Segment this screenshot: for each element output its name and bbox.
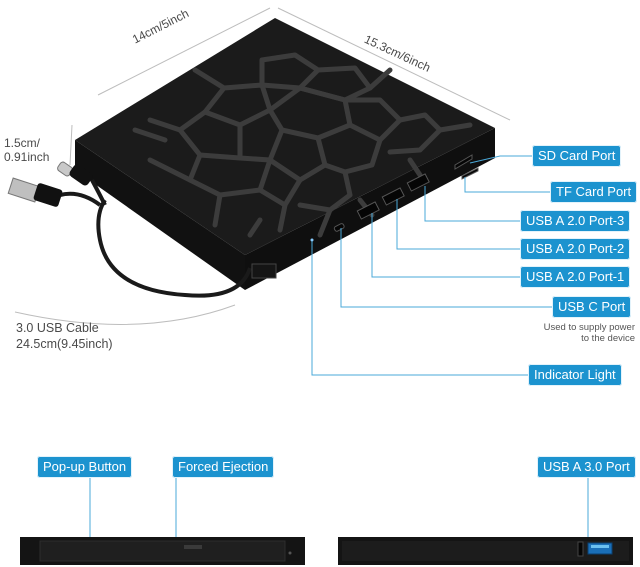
usb-c-note-line1: Used to supply power: [543, 322, 635, 333]
cable-length-line2: 24.5cm(9.45inch): [16, 337, 113, 351]
height-dimension-line1: 1.5cm/: [4, 136, 41, 150]
honeycomb-pattern: [132, 52, 473, 238]
usb-c-note-line2: to the device: [581, 333, 635, 344]
usb-a-port-3-label: USB A 2.0 Port-3: [520, 210, 631, 232]
cable-length-line1: 3.0 USB Cable: [16, 321, 99, 335]
sd-card-port-label: SD Card Port: [532, 145, 622, 167]
usb-a-port-1-label: USB A 2.0 Port-1: [520, 266, 631, 288]
drive-body: [75, 18, 495, 290]
usb-cable: [7, 161, 277, 298]
indicator-light-label: Indicator Light: [528, 364, 622, 386]
usb-a-3-port-label: USB A 3.0 Port: [537, 456, 636, 478]
forced-ejection-label: Forced Ejection: [172, 456, 275, 478]
cable-length: 3.0 USB Cable 24.5cm(9.45inch): [16, 320, 113, 352]
usb-c-port-label: USB C Port: [552, 296, 632, 318]
height-dimension-line2: 0.91inch: [4, 150, 50, 164]
usb-a-port-2-label: USB A 2.0 Port-2: [520, 238, 631, 260]
front-view: [20, 537, 305, 565]
side-view: [338, 537, 633, 565]
popup-button-label: Pop-up Button: [37, 456, 133, 478]
height-dimension: 1.5cm/ 0.91inch: [4, 136, 49, 164]
dimension-lines: [14, 7, 511, 325]
tf-card-port-label: TF Card Port: [550, 181, 638, 203]
usb-c-note: Used to supply power to the device: [520, 322, 635, 344]
